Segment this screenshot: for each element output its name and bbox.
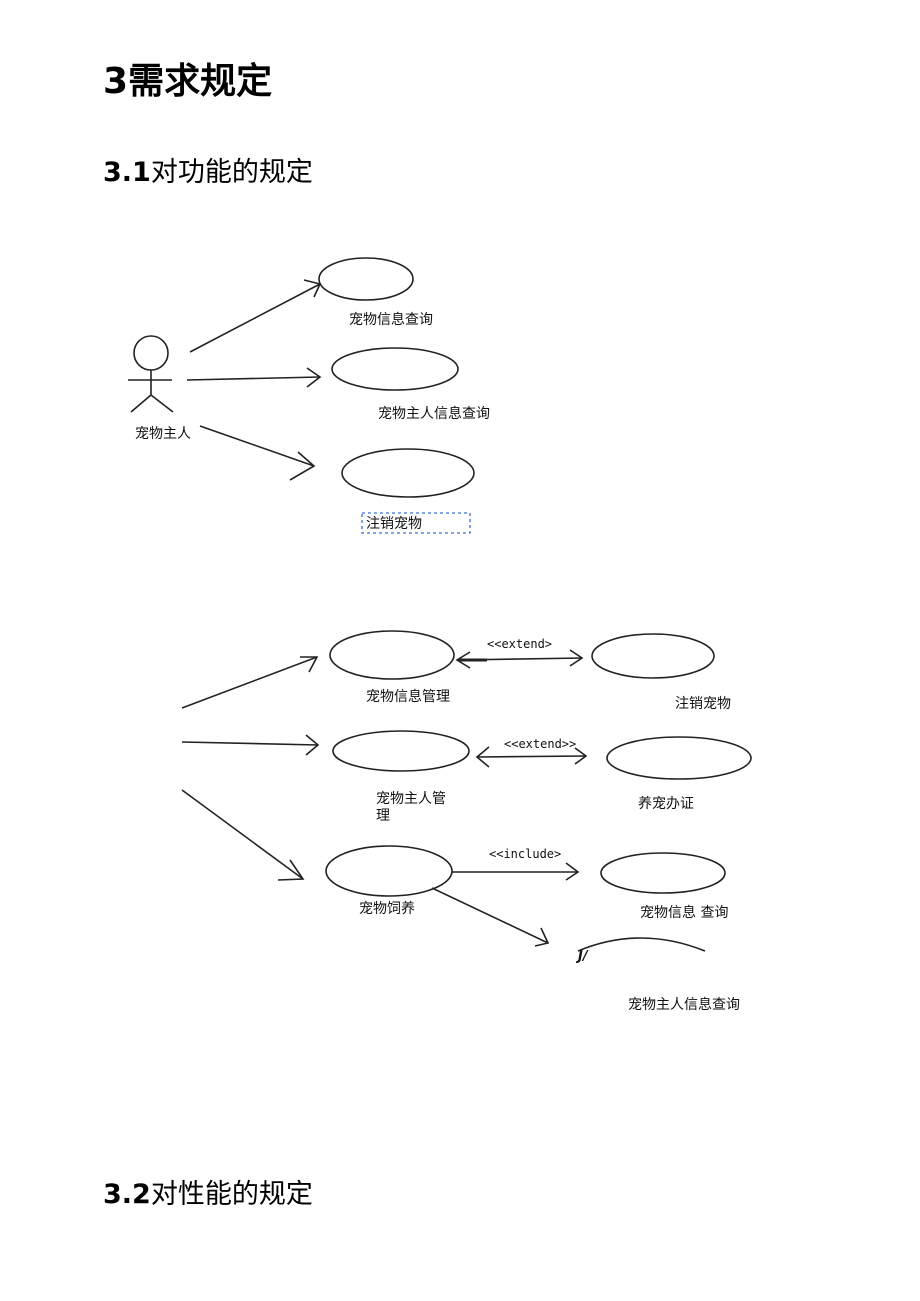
actor-label: 宠物主人 bbox=[135, 426, 191, 442]
association-arrow bbox=[431, 887, 550, 947]
stereotype-label: <<extend> bbox=[487, 637, 552, 651]
use-case-label: 养宠办证 bbox=[638, 796, 694, 812]
association-arrow bbox=[181, 789, 305, 881]
include-relation bbox=[452, 862, 580, 881]
use-case-label: 宠物饲养 bbox=[359, 901, 415, 917]
stereotype-label: <<include> bbox=[489, 847, 561, 861]
association-arrow bbox=[199, 425, 316, 481]
subsection-heading-performance: 3.2对性能的规定 bbox=[103, 1172, 313, 1211]
use-case-label: 理 bbox=[376, 808, 390, 824]
section-number: 3 bbox=[103, 61, 129, 102]
stereotype-label: <<extend>> bbox=[504, 737, 576, 751]
use-case-label: 注销宠物 bbox=[366, 516, 422, 532]
subsection-title: 对性能的规定 bbox=[150, 1179, 313, 1210]
subsection-heading-functions: 3.1对功能的规定 bbox=[103, 150, 313, 189]
use-case-ellipse bbox=[341, 448, 475, 498]
use-case-label: 宠物信息管理 bbox=[366, 688, 450, 705]
use-case-ellipse bbox=[331, 347, 459, 391]
use-case-ellipse bbox=[600, 852, 726, 894]
artifact-glyph: J/ bbox=[575, 949, 589, 964]
association-arrow bbox=[189, 279, 322, 353]
use-case-ellipse-partial bbox=[577, 937, 706, 952]
subsection-title: 对功能的规定 bbox=[150, 157, 313, 188]
subsection-number: 3.2 bbox=[103, 1179, 151, 1210]
use-case-label: 宠物信息查询 bbox=[349, 311, 433, 328]
selection-box bbox=[361, 512, 471, 534]
use-case-ellipse bbox=[606, 736, 752, 780]
extend-relation-1 bbox=[455, 649, 584, 669]
use-case-label: 宠物信息 查询 bbox=[640, 904, 728, 921]
use-case-ellipse bbox=[591, 633, 715, 679]
association-arrow bbox=[186, 367, 322, 388]
subsection-number: 3.1 bbox=[103, 157, 151, 188]
use-case-label: 宠物主人信息查询 bbox=[378, 405, 490, 422]
use-case-label: 宠物主人信息查询 bbox=[628, 996, 740, 1013]
section-title: 需求规定 bbox=[128, 61, 273, 102]
use-case-label: 注销宠物 bbox=[675, 696, 731, 712]
association-arrow bbox=[181, 734, 320, 756]
use-case-label: 宠物主人管 bbox=[376, 791, 446, 807]
actor-stick-figure bbox=[128, 335, 174, 413]
use-case-ellipse bbox=[329, 630, 455, 680]
use-case-ellipse bbox=[325, 845, 453, 897]
extend-relation-2 bbox=[475, 746, 588, 768]
section-heading: 3需求规定 bbox=[103, 52, 272, 104]
use-case-ellipse bbox=[332, 730, 470, 772]
use-case-ellipse bbox=[318, 257, 414, 301]
association-arrow bbox=[181, 656, 319, 709]
